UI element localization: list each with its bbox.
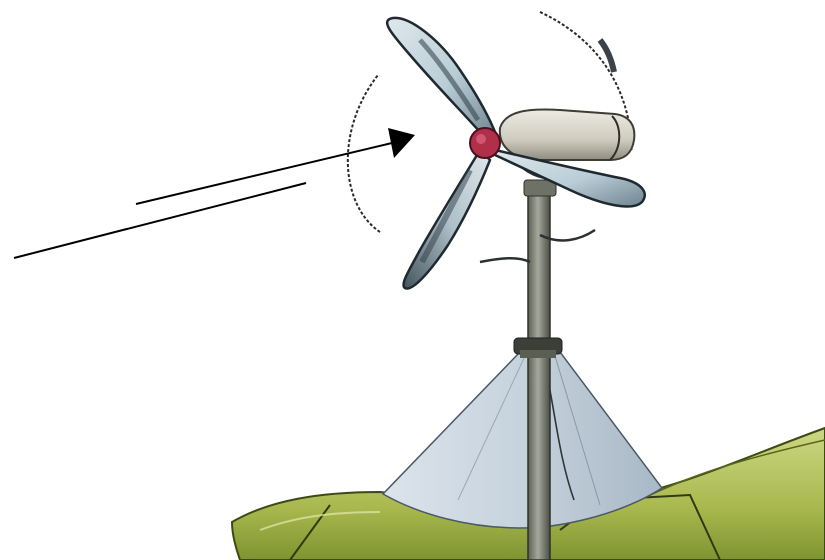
turbine-hub	[470, 128, 500, 158]
arrow-icon	[14, 128, 415, 258]
blade-upper	[387, 18, 495, 140]
tent-base	[383, 352, 662, 528]
